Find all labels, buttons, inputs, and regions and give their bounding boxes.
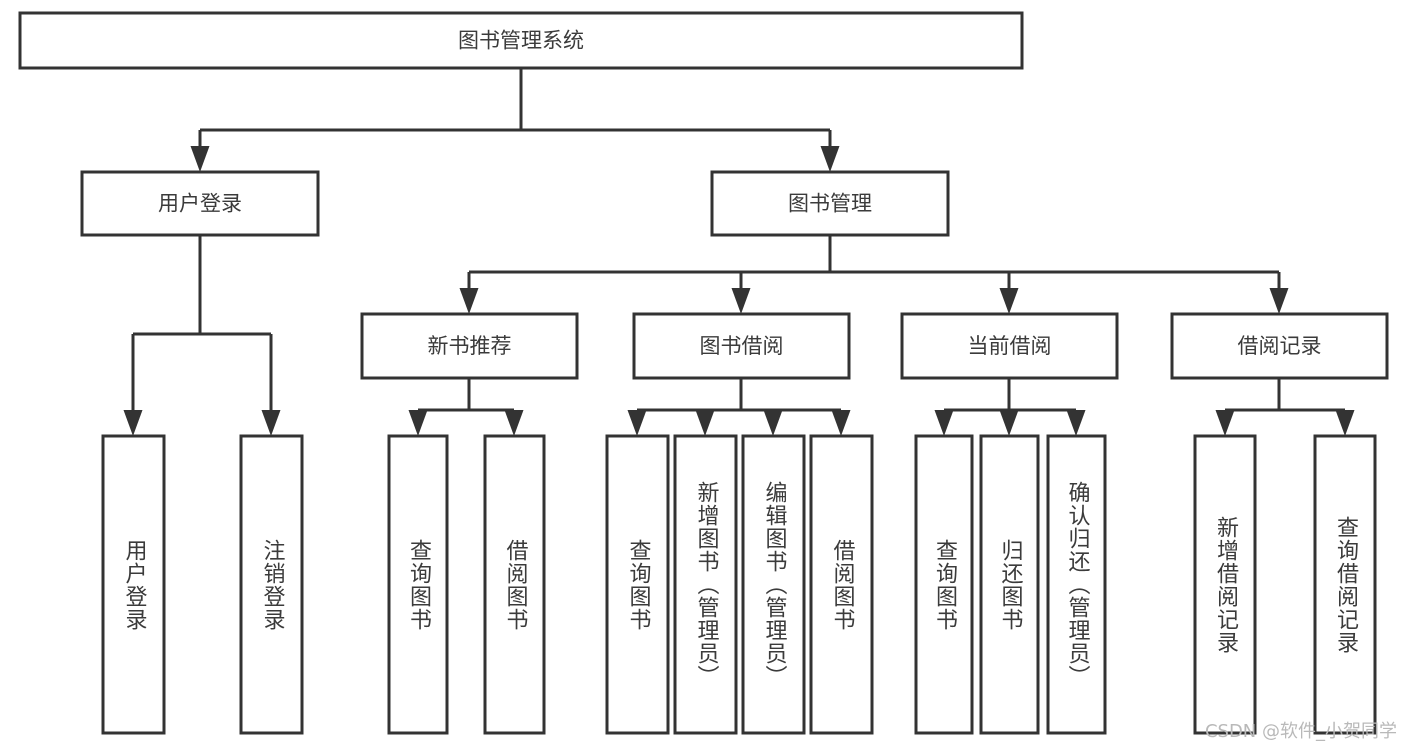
node-box-leaf-borrow-book-2[interactable]: [809, 434, 874, 735]
node-label-borrow-record: 借阅记录: [1238, 334, 1322, 358]
node-box-leaf-return-book[interactable]: [979, 434, 1040, 735]
edge-book-manage-split-arrow-1: [731, 288, 751, 314]
edge-current-split: [934, 378, 1086, 436]
edge-book-manage-split-arrow-3: [1269, 288, 1289, 314]
node-box-root[interactable]: [18, 11, 1024, 70]
edge-borrow-split-arrow-2: [763, 410, 783, 436]
node-box-book-manage[interactable]: [710, 170, 950, 237]
node-label-book-borrow: 图书借阅: [700, 334, 784, 358]
watermark-text: CSDN @软件_小贺同学: [1204, 721, 1397, 742]
edge-current-split-arrow-0: [934, 410, 954, 436]
edge-current-split-arrow-1: [999, 410, 1019, 436]
edge-record-split-arrow-0: [1215, 410, 1235, 436]
node-box-leaf-add-book[interactable]: [673, 434, 738, 735]
node-label-book-manage: 图书管理: [788, 192, 872, 216]
edge-user-login-split-arrow-1: [261, 410, 281, 436]
edge-root-split: [190, 68, 840, 172]
node-box-leaf-borrow-book-1[interactable]: [483, 434, 546, 735]
node-box-user-login[interactable]: [80, 170, 320, 237]
node-box-leaf-add-record[interactable]: [1193, 434, 1257, 735]
edge-record-split-arrow-1: [1335, 410, 1355, 436]
node-box-leaf-query-book-1[interactable]: [387, 434, 449, 735]
node-box-current-borrow[interactable]: [900, 312, 1119, 380]
edge-recommend-split-arrow-0: [408, 410, 428, 436]
node-label-new-book-recommend: 新书推荐: [428, 334, 512, 358]
edge-current-split-arrow-2: [1066, 410, 1086, 436]
edge-book-manage-split-arrow-2: [999, 288, 1019, 314]
edge-borrow-split-arrow-1: [695, 410, 715, 436]
edge-root-split-arrow-0: [190, 146, 210, 172]
edge-book-manage-split-arrow-0: [459, 288, 479, 314]
edge-borrow-split-arrow-3: [831, 410, 851, 436]
edge-recommend-split-arrow-1: [504, 410, 524, 436]
node-box-leaf-query-record[interactable]: [1313, 434, 1377, 735]
edge-root-split-arrow-1: [820, 146, 840, 172]
edges-layer: [123, 68, 1355, 436]
node-box-book-borrow[interactable]: [632, 312, 851, 380]
edge-book-manage-split: [459, 235, 1289, 314]
node-label-current-borrow: 当前借阅: [968, 334, 1052, 358]
node-box-leaf-edit-book[interactable]: [741, 434, 806, 735]
node-box-leaf-user-login[interactable]: [101, 434, 166, 735]
node-box-leaf-logout[interactable]: [239, 434, 304, 735]
edge-recommend-split: [408, 378, 524, 436]
node-box-leaf-query-book-2[interactable]: [605, 434, 670, 735]
edge-record-split: [1215, 378, 1355, 436]
node-label-root: 图书管理系统: [458, 29, 584, 53]
edge-user-login-split: [123, 235, 281, 436]
node-box-leaf-confirm-return[interactable]: [1046, 434, 1107, 735]
node-label-user-login: 用户登录: [158, 192, 242, 216]
edge-borrow-split-arrow-0: [627, 410, 647, 436]
edge-user-login-split-arrow-0: [123, 410, 143, 436]
node-box-borrow-record[interactable]: [1170, 312, 1389, 380]
node-box-new-book-recommend[interactable]: [360, 312, 579, 380]
boxes-layer: [18, 11, 1389, 735]
edge-borrow-split: [627, 378, 851, 436]
node-box-leaf-query-book-3[interactable]: [914, 434, 974, 735]
